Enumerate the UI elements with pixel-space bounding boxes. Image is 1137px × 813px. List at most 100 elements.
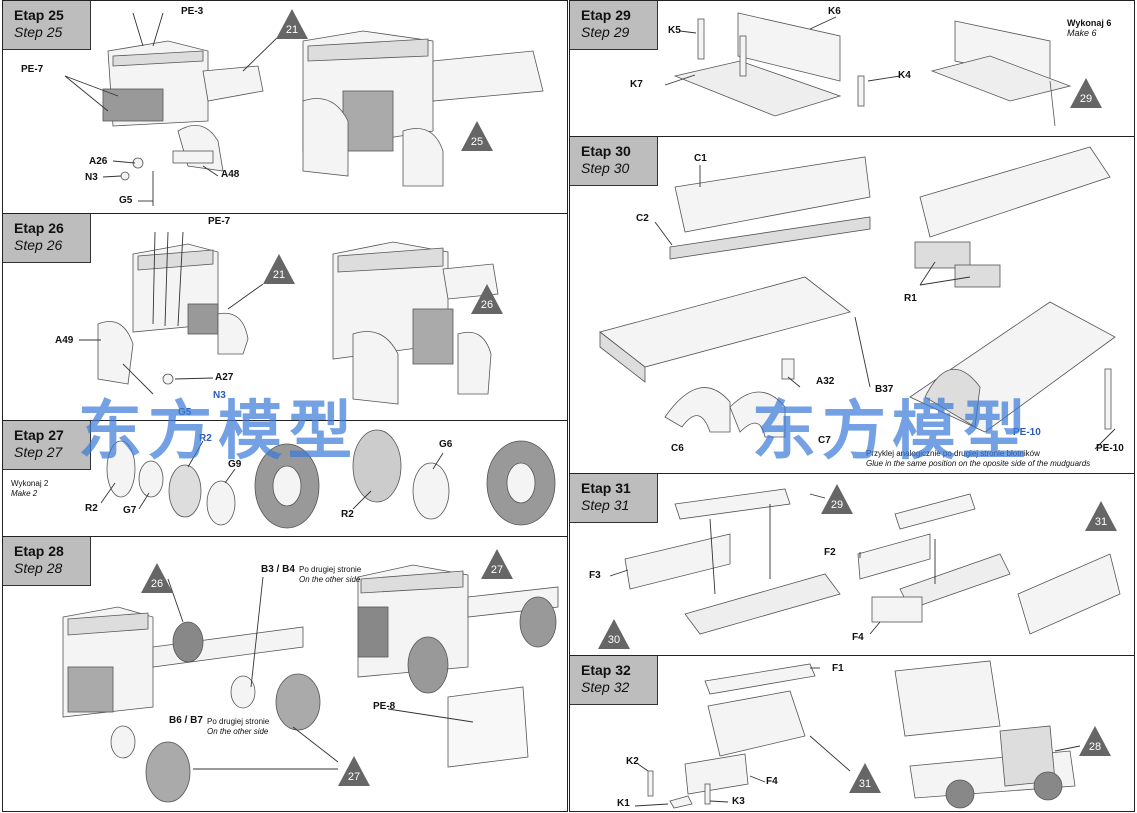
part-label-a32: A32	[816, 376, 835, 387]
step-header: Etap 28 Step 28	[3, 537, 91, 586]
etap-label: Etap 31	[581, 480, 631, 496]
step-label: Step 29	[581, 24, 630, 40]
reference-triangle-29: 29	[1070, 78, 1102, 108]
part-label-k6: K6	[828, 6, 841, 17]
tailgate-and-canopy-drawing	[634, 660, 1081, 809]
part-label-pe3: PE-3	[181, 6, 204, 17]
bench-assembly-drawing	[664, 12, 1072, 127]
etap-label: Etap 27	[14, 427, 64, 443]
step-header: Etap 30 Step 30	[570, 137, 658, 186]
part-label-r2: R2	[85, 503, 98, 514]
part-label-f2: F2	[824, 547, 836, 558]
part-label-c2: C2	[636, 213, 649, 224]
glue-instruction-note: Przyklej analogicznie po drugiej stronie…	[866, 449, 1091, 468]
reference-triangle-30: 30	[598, 619, 630, 649]
step-label: Step 25	[14, 24, 63, 40]
step-header: Etap 32 Step 32	[570, 656, 658, 705]
reference-triangle-27: 27	[481, 549, 513, 579]
part-label-g9: G9	[228, 459, 242, 470]
step-label: Step 32	[581, 679, 630, 695]
part-label-g5: G5	[119, 195, 133, 206]
step-25-panel: Etap 25 Step 25 PE	[2, 0, 568, 214]
reference-triangle-21: 21	[263, 254, 295, 284]
cargo-bed-assembly-drawing	[599, 146, 1116, 450]
part-label-c6: C6	[671, 443, 684, 454]
part-label-pe10-b: PE-10	[1096, 443, 1124, 454]
part-label-r2-b: R2	[199, 433, 212, 444]
part-label-f3: F3	[589, 570, 601, 581]
wheels-on-chassis-drawing	[62, 564, 559, 803]
part-label-b3b4: B3 / B4	[261, 564, 295, 575]
truck-cab-assembly-drawing	[64, 12, 544, 206]
part-label-k3: K3	[732, 796, 745, 807]
etap-label: Etap 30	[581, 143, 631, 159]
reference-triangle-29: 29	[821, 484, 853, 514]
step-header: Etap 31 Step 31	[570, 474, 658, 523]
reference-triangle-26: 26	[471, 284, 503, 314]
reference-triangle-21: 21	[276, 9, 308, 39]
reference-triangle-28: 28	[1079, 726, 1111, 756]
part-label-g6: G6	[439, 439, 453, 450]
watermark-left: 东方模型	[78, 395, 358, 469]
step-28-panel: Etap 28 Step 28 B3 / B4	[2, 536, 568, 812]
part-label-f4: F4	[766, 776, 778, 787]
part-label-pe8: PE-8	[373, 701, 396, 712]
watermark-right: 东方模型	[752, 395, 1032, 469]
step-label: Step 27	[14, 444, 63, 460]
etap-label: Etap 25	[14, 7, 64, 23]
part-label-f4: F4	[852, 632, 864, 643]
step-32-panel: Etap 32 Step 32 F1 K2 F4 K1 K3	[569, 655, 1135, 812]
step-header: Etap 26 Step 26	[3, 214, 91, 263]
step-header: Etap 25 Step 25	[3, 1, 91, 50]
part-label-b6b7: B6 / B7	[169, 715, 203, 726]
reference-triangle-25: 25	[461, 121, 493, 151]
step-31-panel: Etap 31 Step 31 F3 F2 F4 29 30	[569, 473, 1135, 656]
step-label: Step 30	[581, 160, 630, 176]
mudguard-assembly-drawing	[79, 231, 499, 405]
step-label: Step 26	[14, 237, 63, 253]
part-label-g7: G7	[123, 505, 137, 516]
wheel-assembly-drawing	[100, 429, 556, 529]
part-label-r1: R1	[904, 293, 917, 304]
part-label-a49: A49	[55, 335, 74, 346]
etap-label: Etap 32	[581, 662, 631, 678]
part-label-b37: B37	[875, 384, 894, 395]
part-label-pe10: PE-10	[1013, 427, 1041, 438]
part-label-n3: N3	[213, 390, 226, 401]
reference-triangle-26: 26	[141, 563, 173, 593]
part-label-f1: F1	[832, 663, 844, 674]
part-label-pe7: PE-7	[21, 64, 44, 75]
step-header: Etap 29 Step 29	[570, 1, 658, 50]
step-26-panel: Etap 26 Step 26 PE-7 A49 A27 N3 G5	[2, 213, 568, 421]
part-label-r2-c: R2	[341, 509, 354, 520]
etap-label: Etap 26	[14, 220, 64, 236]
side-panels-assembly-drawing	[609, 488, 1121, 635]
part-label-k1: K1	[617, 798, 630, 809]
part-label-k4: K4	[898, 70, 911, 81]
step-header: Etap 27 Step 27	[3, 421, 91, 470]
etap-label: Etap 29	[581, 7, 631, 23]
part-label-k2: K2	[626, 756, 639, 767]
part-label-n3: N3	[85, 172, 98, 183]
reference-triangle-27-b: 27	[338, 756, 370, 786]
part-label-pe7: PE-7	[208, 216, 231, 227]
reference-triangle-31: 31	[1085, 501, 1117, 531]
reference-triangle-31: 31	[849, 763, 881, 793]
etap-label: Etap 28	[14, 543, 64, 559]
step-label: Step 28	[14, 560, 63, 576]
part-label-a26: A26	[89, 156, 108, 167]
part-label-g5: G5	[178, 407, 192, 418]
part-label-a48: A48	[221, 169, 240, 180]
part-label-c1: C1	[694, 153, 707, 164]
part-label-k5: K5	[668, 25, 681, 36]
step-label: Step 31	[581, 497, 630, 513]
part-label-c7: C7	[818, 435, 831, 446]
part-label-k7: K7	[630, 79, 643, 90]
part-label-a27: A27	[215, 372, 234, 383]
